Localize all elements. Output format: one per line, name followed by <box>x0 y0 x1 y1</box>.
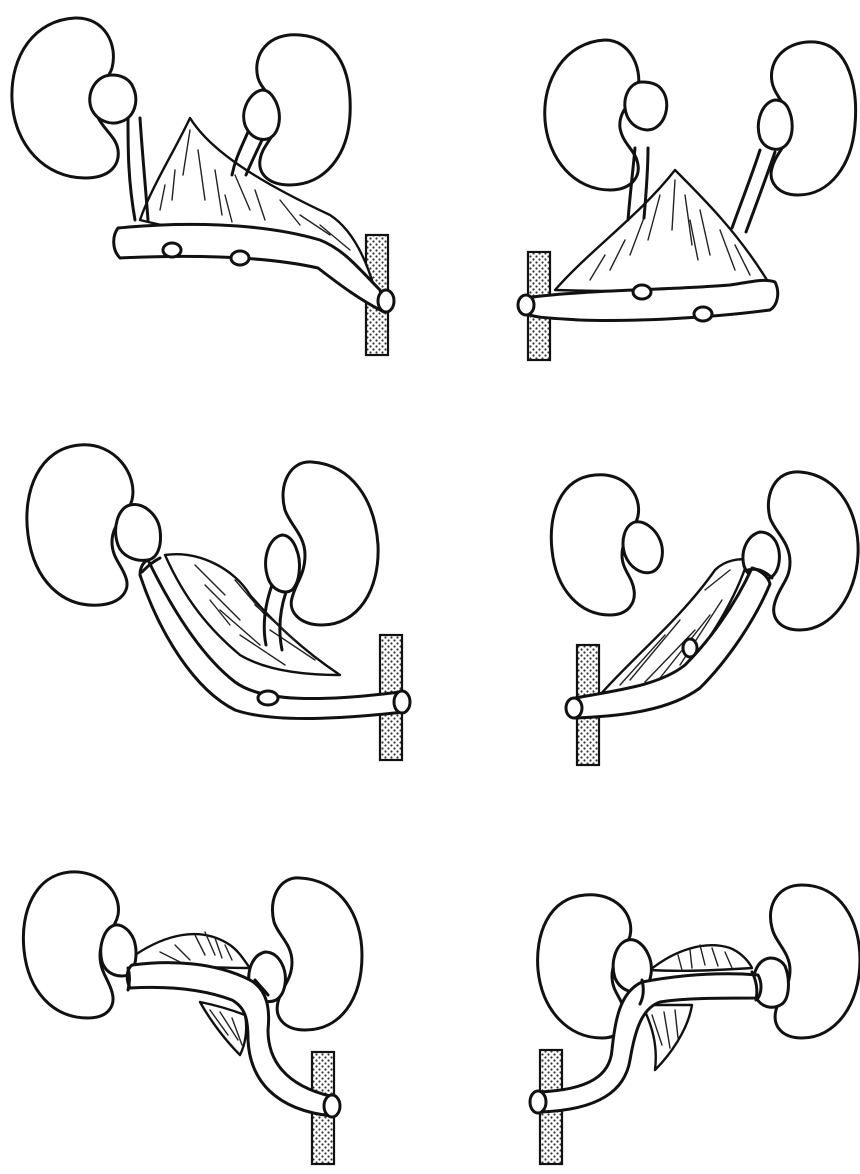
anastomosis-line-left <box>128 968 130 990</box>
bowel-stoma-end <box>530 1091 546 1113</box>
panel-row1-left <box>0 0 430 380</box>
right-kidney <box>283 462 378 625</box>
bowel-stoma-end <box>518 295 534 315</box>
left-kidney <box>545 40 639 190</box>
bowel-opening-2 <box>231 251 249 265</box>
left-renal-pelvis <box>116 505 161 561</box>
bowel-opening-1 <box>258 691 278 705</box>
panel-row2-left <box>0 420 430 800</box>
bowel-opening-1 <box>683 639 697 657</box>
left-renal-pelvis <box>623 522 662 573</box>
bowel-opening-1 <box>163 243 181 257</box>
bowel-stoma-end <box>378 290 394 312</box>
right-ureter <box>732 150 775 232</box>
bowel-opening-1 <box>633 285 651 299</box>
mesentery <box>555 170 770 291</box>
panel-row1-right <box>430 0 860 380</box>
bowel-stoma-end <box>394 691 410 713</box>
panel-row3-right <box>430 840 860 1169</box>
bowel-stoma-end <box>566 698 582 718</box>
bowel-opening-2 <box>694 307 712 321</box>
left-renal-pelvis <box>625 82 667 130</box>
panel-row3-left <box>0 840 430 1169</box>
lower-mesentery <box>642 1005 692 1070</box>
left-renal-pelvis <box>90 75 136 123</box>
right-kidney <box>768 472 858 630</box>
right-renal-pelvis <box>758 100 792 149</box>
right-renal-pelvis <box>266 535 300 592</box>
bowel-stoma-end <box>324 1095 340 1117</box>
right-kidney <box>272 878 362 1030</box>
panel-row2-right <box>430 420 860 800</box>
right-kidney <box>770 885 860 1038</box>
